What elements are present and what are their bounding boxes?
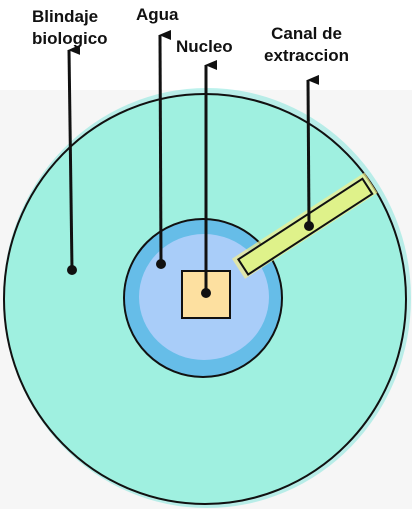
core-dot <box>201 288 211 298</box>
label-core-text: Nucleo <box>176 37 233 56</box>
label-extraction-channel: Canal de extraccion <box>264 23 349 67</box>
label-channel-line-2: extraccion <box>264 46 350 65</box>
label-shield-line-2: biologico <box>32 29 108 48</box>
shield-pointer <box>67 44 81 271</box>
label-water-text: Agua <box>136 5 179 24</box>
label-core: Nucleo <box>176 36 233 58</box>
shield-dot <box>67 265 77 275</box>
label-channel-line-1: Canal de <box>271 24 342 43</box>
label-biological-shield: Blindaje biologico <box>32 6 108 50</box>
label-water: Agua <box>136 4 179 26</box>
water-pointer <box>158 29 172 265</box>
channel-dot <box>304 221 314 231</box>
water-dot <box>156 259 166 269</box>
label-shield-line-1: Blindaje <box>32 7 99 26</box>
channel-pointer <box>306 74 320 227</box>
